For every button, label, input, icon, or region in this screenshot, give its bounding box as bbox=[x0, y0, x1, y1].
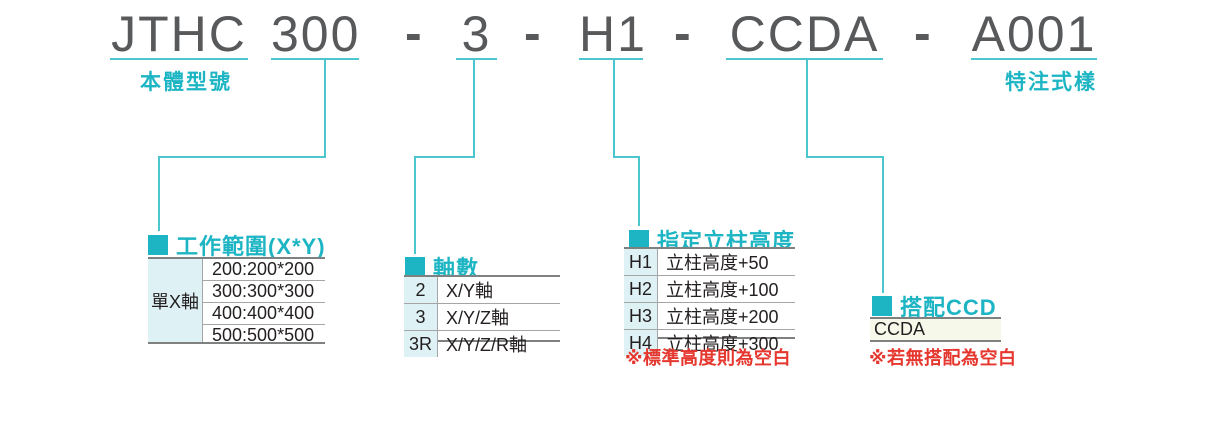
axes-table: 2 X/Y軸 3 X/Y/Z軸 3R X/Y/Z/R軸 bbox=[404, 275, 560, 357]
work-range-header: 工作範圍(X*Y) bbox=[148, 229, 326, 261]
connector-line bbox=[806, 60, 808, 158]
work-range-title: 工作範圍(X*Y) bbox=[176, 234, 326, 259]
axes-desc: X/Y軸 bbox=[446, 281, 494, 301]
separator-dash: - bbox=[524, 5, 541, 61]
axes-desc: X/Y/Z/R軸 bbox=[446, 335, 528, 355]
table-row: 3 X/Y/Z軸 bbox=[404, 304, 560, 331]
model-segment-body: JTHC bbox=[110, 6, 248, 62]
ccd-header: 搭配CCD bbox=[872, 290, 997, 322]
ccd-note: ※若無搭配為空白 bbox=[869, 348, 1017, 368]
special-spec-label: 特注式樣 bbox=[1005, 71, 1097, 94]
separator-dash: - bbox=[674, 5, 691, 61]
square-bullet-icon bbox=[629, 230, 649, 250]
square-bullet-icon bbox=[872, 296, 892, 316]
table-row: H4 立柱高度+300 bbox=[624, 330, 795, 356]
connector-line bbox=[638, 156, 640, 226]
ccd-value-cell: CCDA bbox=[870, 317, 1001, 342]
height-code: H3 bbox=[624, 303, 658, 329]
body-model-label: 本體型號 bbox=[140, 71, 232, 94]
work-range-value: 500:500*500 bbox=[212, 325, 315, 345]
table-row: H1 立柱高度+50 bbox=[624, 249, 795, 276]
separator-dash: - bbox=[914, 5, 931, 61]
square-bullet-icon bbox=[405, 257, 425, 277]
connector-line bbox=[613, 60, 615, 158]
height-desc: 立柱高度+50 bbox=[666, 253, 769, 273]
connector-line bbox=[806, 156, 884, 158]
axes-code: 3R bbox=[404, 331, 438, 357]
table-row: H3 立柱高度+200 bbox=[624, 303, 795, 330]
separator-dash: - bbox=[405, 5, 422, 61]
axes-code: 2 bbox=[404, 277, 438, 303]
table-row: 3R X/Y/Z/R軸 bbox=[404, 331, 560, 357]
model-segment-axes: 3 bbox=[456, 8, 497, 60]
model-segment-special: A001 bbox=[971, 6, 1097, 62]
height-desc: 立柱高度+300 bbox=[666, 334, 779, 354]
column-height-note: ※標準高度則為空白 bbox=[625, 348, 791, 368]
axes-code: 3 bbox=[404, 304, 438, 330]
connector-line bbox=[158, 156, 326, 158]
work-range-value: 200:200*200 bbox=[203, 259, 325, 281]
ccd-title: 搭配CCD bbox=[900, 295, 997, 320]
model-segment-height: H1 bbox=[579, 6, 647, 62]
column-height-table: H1 立柱高度+50 H2 立柱高度+100 H3 立柱高度+200 H4 立柱… bbox=[624, 247, 795, 356]
connector-line bbox=[473, 60, 475, 158]
height-code: H2 bbox=[624, 276, 658, 302]
table-row: 2 X/Y軸 bbox=[404, 277, 560, 304]
height-code: H1 bbox=[624, 249, 658, 275]
model-segment-work-range: 300 bbox=[271, 6, 361, 62]
connector-line bbox=[324, 60, 326, 158]
connector-line bbox=[158, 156, 160, 231]
work-range-table: 單X軸 200:200*200 300:300*300 400:400*400 … bbox=[148, 257, 325, 345]
connector-line bbox=[414, 156, 475, 158]
connector-line bbox=[414, 156, 416, 254]
work-range-row-header: 單X軸 bbox=[148, 259, 203, 342]
square-bullet-icon bbox=[148, 235, 168, 255]
model-segment-ccd: CCDA bbox=[726, 8, 883, 60]
table-row: H2 立柱高度+100 bbox=[624, 276, 795, 303]
height-desc: 立柱高度+100 bbox=[666, 280, 779, 300]
height-code: H4 bbox=[624, 330, 658, 356]
connector-line bbox=[613, 156, 640, 158]
work-range-value: 300:300*300 bbox=[203, 281, 325, 303]
height-desc: 立柱高度+200 bbox=[666, 307, 779, 327]
axes-desc: X/Y/Z軸 bbox=[446, 308, 510, 328]
work-range-value: 400:400*400 bbox=[203, 303, 325, 325]
connector-line bbox=[882, 156, 884, 293]
